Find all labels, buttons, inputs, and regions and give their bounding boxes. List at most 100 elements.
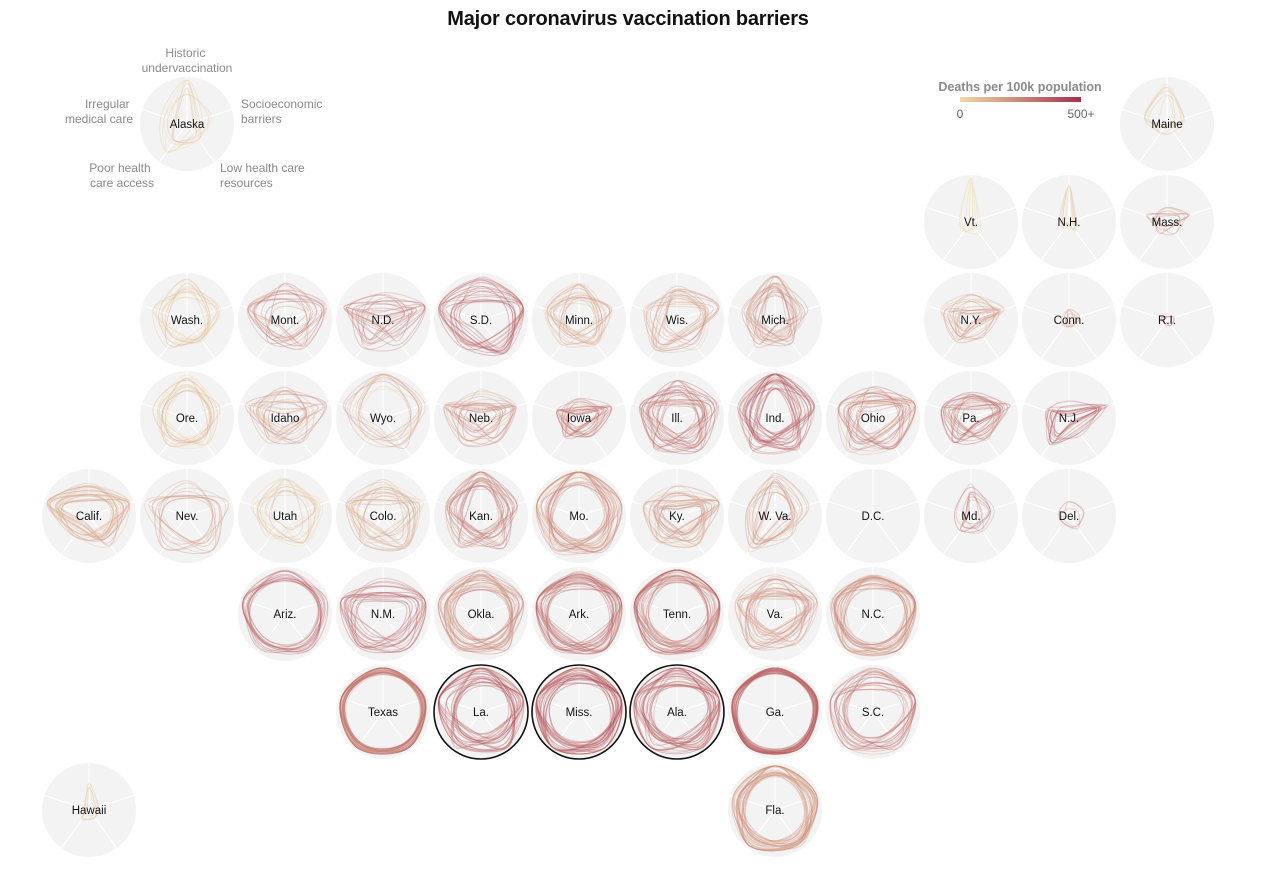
radar-county-shape [453,667,518,745]
radar-county-shape [259,393,326,428]
radar-county-shape [1162,315,1175,327]
radar-county-shape [736,771,813,852]
radar-county-shape [447,405,517,433]
radar-conn [1060,308,1081,328]
radar-county-shape [842,671,912,744]
radar-county-shape [452,569,513,652]
radar-county-shape [1066,313,1078,326]
radar-spoke-okla-4 [436,598,482,615]
radar-county-shape [450,472,509,548]
radar-county-shape [445,403,506,442]
radar-county-shape [552,291,603,346]
radar-spoke-vt-3 [942,221,972,261]
state-label-mo: Mo. [569,511,588,523]
radar-county-shape [756,379,816,435]
radar-county-shape [644,399,718,453]
radar-spoke-wash-2 [186,319,216,359]
radar-county-shape [361,303,426,352]
radar-county-shape [535,669,619,753]
radar-county-shape [165,282,209,347]
radar-county-shape [257,483,320,547]
radar-county-shape [633,572,716,651]
radar-county-shape [159,497,223,555]
radar-county-shape [451,670,525,748]
radar-county-shape [535,575,621,652]
radar-county-shape [656,380,708,448]
radar-county-shape [748,287,791,338]
radar-spoke-conn-4 [1024,304,1070,321]
radar-county-shape [462,404,516,445]
radar-county-shape [535,677,623,753]
radar-county-shape [166,289,222,341]
state-label-neb: Neb. [469,413,493,425]
radar-spoke-md-2 [970,515,1000,555]
radar-county-shape [437,673,525,753]
radar-county-shape [454,481,505,534]
radar-spoke-minn-1 [578,304,624,321]
radar-county-shape [653,492,705,535]
radar-county-shape [736,667,816,755]
radar-spoke-mich-4 [730,304,776,321]
radar-county-shape [549,296,613,337]
radar-county-shape [657,502,713,545]
radar-county-shape [1154,210,1181,236]
radar-county-shape [536,471,612,552]
radar-spoke-utah-1 [284,500,330,517]
radar-county-shape [739,373,803,448]
radar-spoke-ga-2 [774,711,804,751]
radar-county-shape [437,680,516,753]
radar-spoke-ind-1 [774,402,820,419]
radar-county-shape [964,492,984,532]
radar-spoke-hawaii-4 [44,794,90,811]
radar-county-shape [343,595,426,644]
state-label-ohio: Ohio [861,413,885,425]
radar-county-shape [947,310,993,337]
radar-county-shape [536,667,619,743]
radar-county-shape [540,474,606,546]
radar-spoke-ore-2 [186,417,216,457]
radar-county-shape [731,672,817,750]
radar-spoke-maine-3 [1138,123,1168,163]
radar-county-shape [654,492,708,541]
radar-county-shape [731,667,816,752]
radar-county-shape [754,473,808,543]
radar-county-shape [738,595,810,650]
radar-county-shape [1047,400,1097,437]
radar-county-shape [154,494,229,551]
radar-county-shape [735,670,819,753]
radar-county-shape [949,408,997,431]
radar-county-shape [643,301,714,349]
radar-county-shape [246,404,309,431]
radar-county-shape [947,394,1001,438]
radar-county-shape [441,279,514,354]
state-label-miss: Miss. [566,707,593,719]
radar-county-shape [731,672,818,755]
radar-county-shape [55,487,131,548]
radar-county-shape [833,579,909,657]
radar-county-shape [735,670,817,755]
radar-county-shape [438,668,516,750]
radar-spoke-mo-4 [534,500,580,517]
radar-county-shape [438,300,524,347]
radar-county-shape [636,569,709,653]
radar-county-shape [842,684,905,748]
radar-county-shape [642,578,711,643]
radar-county-shape [639,671,717,746]
radar-spoke-fla-1 [774,794,820,811]
radar-county-shape [647,391,705,441]
radar-county-shape [171,79,201,145]
radar-spoke-conn-2 [1068,319,1098,359]
radar-county-shape [843,682,916,743]
radar-county-shape [437,579,513,651]
radar-county-shape [953,486,991,532]
radar-county-shape [252,390,307,436]
radar-county-shape [731,670,814,753]
radar-county-shape [160,386,211,447]
axis-label-socioeconomic: Socioeconomic barriers [241,97,326,126]
radar-county-shape [356,483,421,545]
radar-county-shape [351,488,417,544]
radar-county-shape [543,282,606,347]
state-label-ore: Ore. [176,413,198,425]
radar-county-shape [647,579,720,652]
radar-county-shape [842,578,908,650]
